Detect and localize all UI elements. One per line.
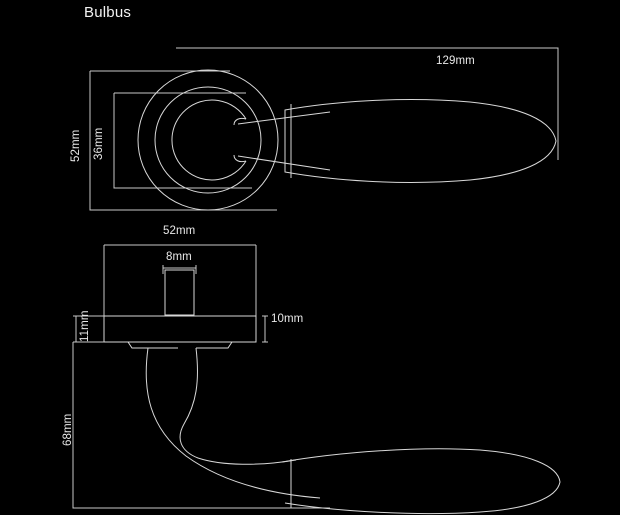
rose-mid-circle: [154, 86, 262, 194]
lever-neck-curve-right: [179, 347, 297, 465]
rose-inner-circle: [171, 99, 247, 181]
rose-foot-left: [127, 341, 178, 349]
dimension-label-129mm: 129mm: [436, 55, 475, 67]
dimension-box-129mm: [176, 47, 559, 160]
lever-body-outline: [284, 99, 557, 183]
lever-side-body: [281, 448, 561, 515]
dimension-label-8mm: 8mm: [166, 251, 192, 263]
dimension-box-52mm-side: [103, 244, 257, 316]
dimension-box-68mm: [72, 342, 330, 509]
rose-foot-right: [196, 341, 233, 349]
rose-inner-hook-top: [233, 117, 247, 126]
dimension-label-10mm: 10mm: [271, 313, 304, 325]
dimension-bracket-10mm: [262, 315, 268, 343]
page-title: Bulbus: [84, 4, 132, 21]
lever-neck-top-line: [237, 111, 331, 125]
spindle-rectangle: [164, 269, 195, 316]
dimension-box-11mm: [73, 315, 104, 343]
dimension-label-11mm: 11mm: [79, 310, 91, 343]
dimension-label-52mm-width: 52mm: [163, 225, 196, 237]
dimension-label-36mm: 36mm: [93, 127, 105, 160]
dimension-box-52mm-top: [89, 70, 277, 211]
lever-neck-curve-left: [145, 347, 321, 499]
rose-outer-circle: [137, 69, 279, 211]
dimension-label-52mm-diameter: 52mm: [70, 129, 82, 162]
lever-neck-bottom-line: [237, 155, 331, 171]
rose-inner-hook-bottom: [233, 154, 247, 163]
dimension-label-68mm: 68mm: [62, 413, 74, 446]
rose-plate-side: [103, 315, 257, 343]
dimension-box-8mm: [162, 265, 197, 274]
dimension-box-36mm: [113, 92, 252, 189]
